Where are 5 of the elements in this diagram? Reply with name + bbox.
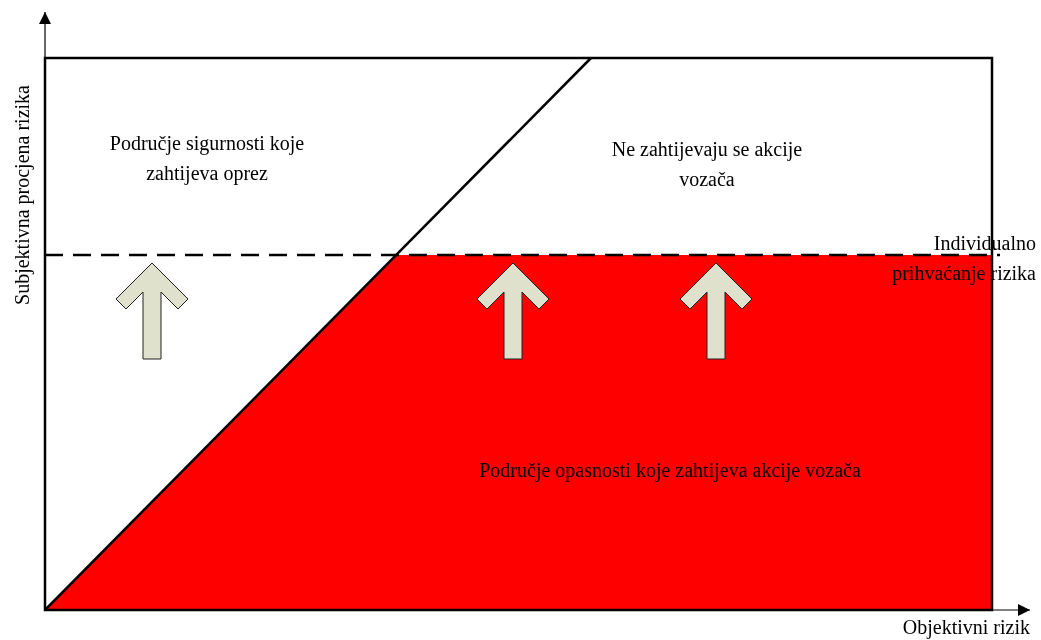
region-label: Ne zahtijevaju se akcije vozača [610, 137, 804, 192]
axis-label: Objektivni rizik [902, 615, 1030, 640]
region-label: Područje sigurnosti koje zahtijeva oprez [108, 131, 306, 187]
region-label: Područje opasnosti koje zahtijeva akcije vozača [479, 458, 861, 484]
axis-label: Subjektivna procjena rizika [10, 85, 35, 305]
